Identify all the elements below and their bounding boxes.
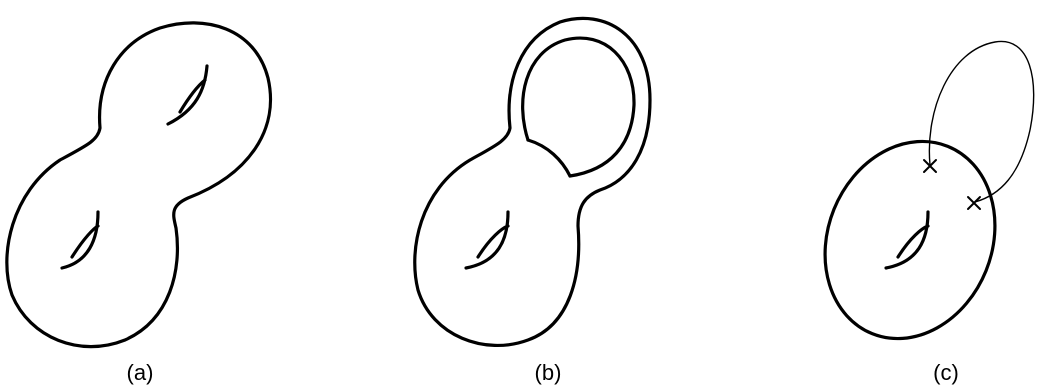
panel-c-caption: (c) <box>906 358 986 388</box>
panel-a-genus-two-surface <box>7 23 271 347</box>
panel-b-hole-upper-lip <box>466 212 508 268</box>
panel-a-upper-hole-upper-lip <box>168 66 207 124</box>
panel-a-caption: (a) <box>100 358 180 388</box>
panel-b-pinched-surface <box>415 18 650 345</box>
panel-c-hole-upper-lip <box>886 212 928 268</box>
panel-b-neck-arc <box>528 140 570 176</box>
panel-c-marked-point-right <box>968 197 980 209</box>
panel-b-inner-ring <box>523 38 634 176</box>
panel-a-lower-hole-upper-lip <box>62 212 98 268</box>
panel-b-caption: (b) <box>508 358 588 388</box>
panel-a-outline <box>7 23 271 347</box>
panel-c-torus-with-marked-points <box>796 41 1034 364</box>
